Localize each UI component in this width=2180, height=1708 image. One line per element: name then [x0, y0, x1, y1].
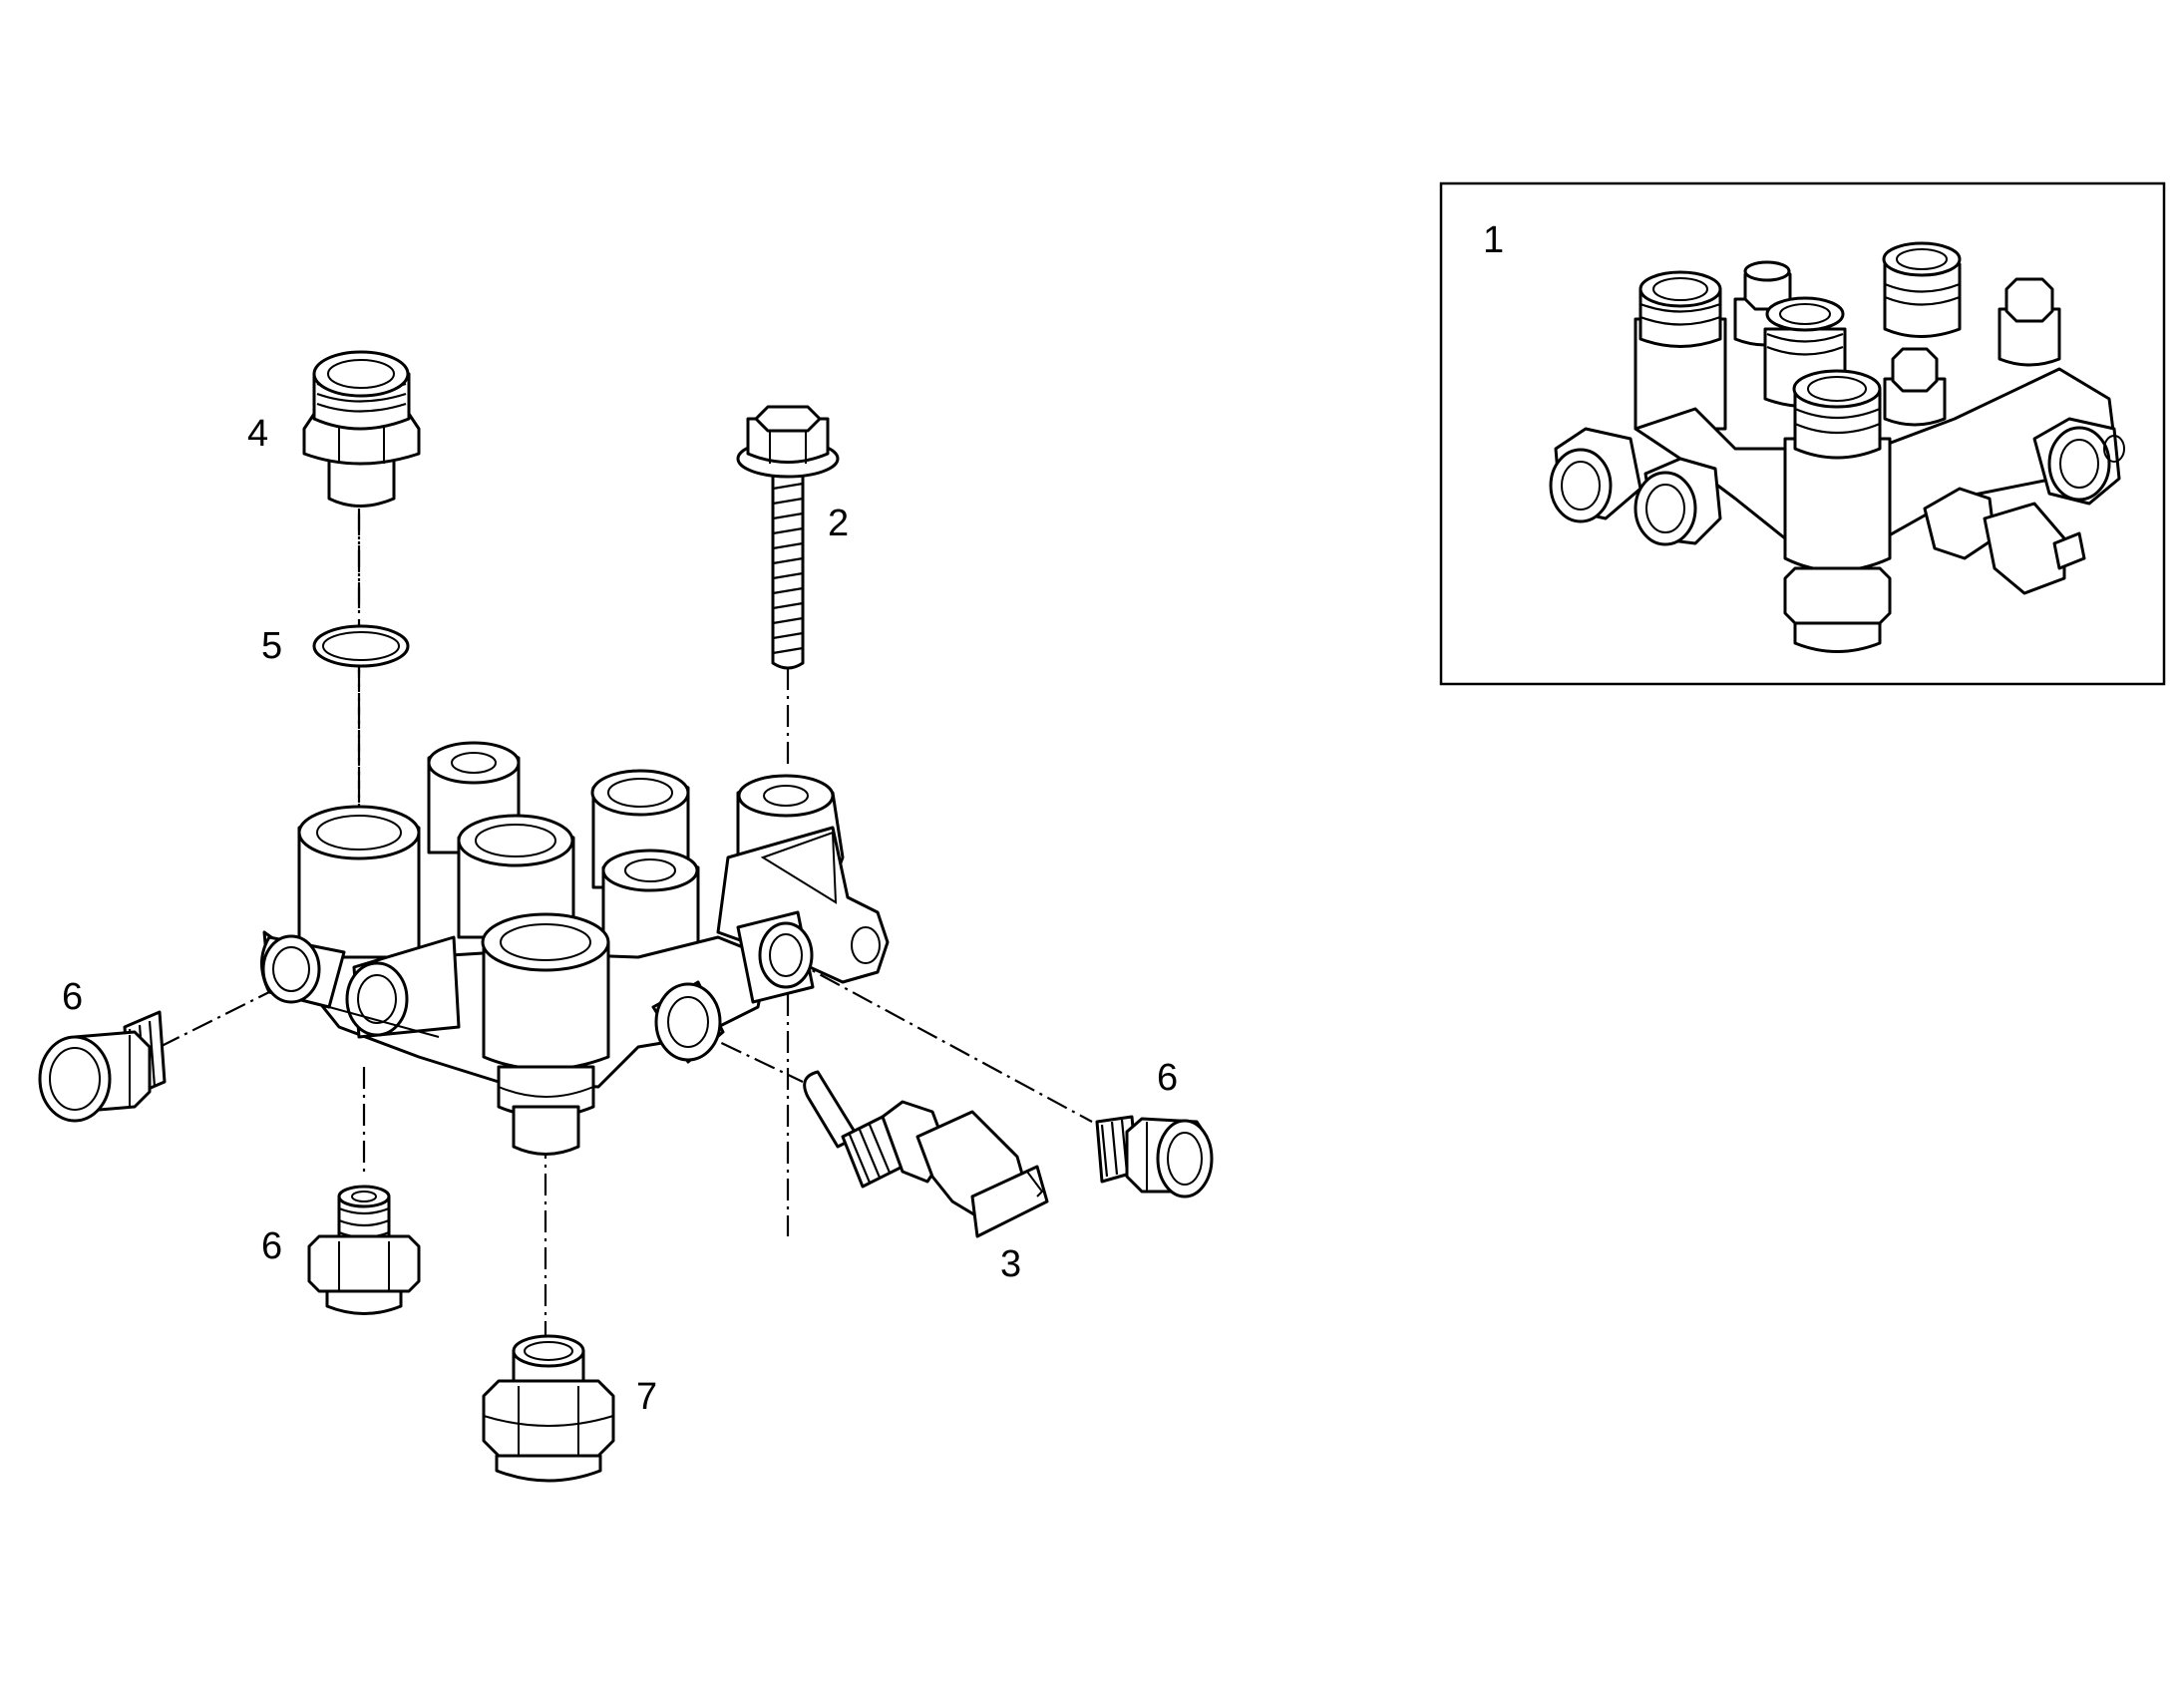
sensor-item-3	[803, 1070, 1049, 1238]
o-ring-item-5	[312, 624, 410, 818]
valve-block-body	[260, 741, 890, 1156]
callout-6-right: 6	[1157, 1057, 1178, 1099]
callout-6-bottom: 6	[261, 1225, 282, 1267]
inset-frame	[1439, 181, 2166, 686]
fitting-item-7	[482, 1334, 615, 1483]
callout-7: 7	[636, 1376, 657, 1418]
assembled-unit-inset	[1439, 181, 2166, 686]
callout-5: 5	[261, 625, 282, 667]
plug-item-6-bottom	[307, 1185, 421, 1315]
fitting-item-4	[302, 350, 421, 608]
callout-labels: 1 2 3 4 5 6 6 6 7	[62, 219, 1504, 1418]
plug-item-6-right	[1095, 1115, 1214, 1198]
callout-2: 2	[828, 503, 849, 544]
bolt-item-2	[736, 405, 840, 670]
callout-1: 1	[1483, 219, 1504, 261]
callout-6-left: 6	[62, 976, 83, 1018]
callout-4: 4	[247, 413, 268, 455]
plug-item-6-left	[38, 1010, 167, 1123]
callout-3: 3	[1000, 1243, 1021, 1285]
